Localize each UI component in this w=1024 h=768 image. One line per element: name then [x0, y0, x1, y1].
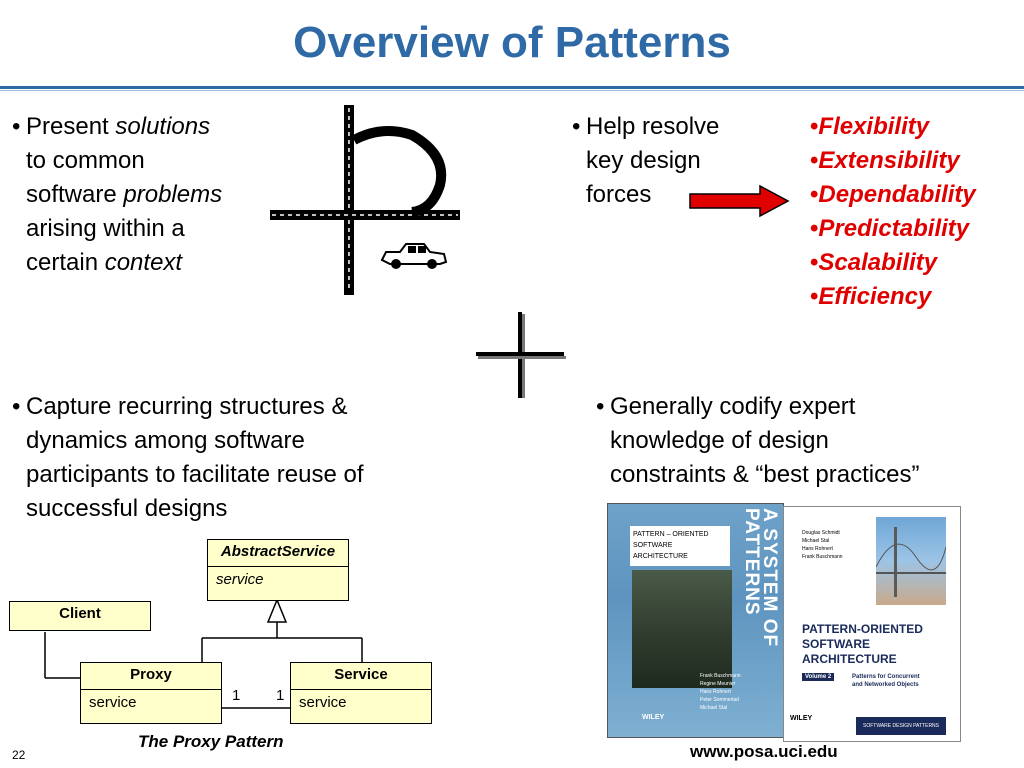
text-line: participants to facilitate reuse of: [26, 461, 364, 488]
multiplicity-right: 1: [276, 687, 285, 704]
book-title: PATTERN-ORIENTED SOFTWARE ARCHITECTURE: [802, 622, 923, 666]
uml-class-op: service: [299, 694, 347, 711]
bullet-text: Generally codify expert knowledge of des…: [610, 390, 1016, 492]
arrow-right-icon: [689, 184, 790, 218]
force-item: •Predictability: [810, 215, 970, 242]
text-solutions: solutions: [115, 113, 211, 140]
proxy-pattern-caption: The Proxy Pattern: [138, 732, 284, 751]
force-item: •Scalability: [810, 249, 938, 276]
book-publisher: WILEY: [642, 714, 665, 721]
uml-class-op: service: [216, 571, 264, 588]
text-certain: certain: [26, 249, 105, 276]
title-divider: [0, 86, 1024, 89]
text-line: knowledge of design: [610, 427, 829, 454]
book-cover-photo: [632, 570, 732, 688]
uml-class-name: Client: [59, 605, 101, 622]
bullet-capture: • Capture recurring structures & dynamic…: [12, 390, 452, 526]
uml-class-op: service: [89, 694, 137, 711]
bridge-icon: [875, 527, 947, 597]
text-present: Present: [26, 113, 116, 140]
bullet-solutions: • Present solutions to common software p…: [12, 110, 272, 280]
force-item: •Flexibility: [810, 113, 930, 140]
text-line: Capture recurring structures &: [26, 393, 348, 420]
uml-class-abstractservice: AbstractService service: [207, 539, 349, 601]
multiplicity-left: 1: [232, 687, 241, 704]
book-authors: Frank Buschmann Regine Meunier Hans Rohn…: [700, 673, 741, 711]
text-problems: problems: [123, 181, 223, 208]
text-line: Help resolve: [586, 113, 720, 140]
book-publisher: WILEY: [790, 715, 813, 722]
car-icon: [380, 243, 448, 269]
slide-number: 22: [12, 748, 26, 762]
text-line: constraints & “best practices”: [610, 461, 920, 488]
uml-class-name: Proxy: [81, 663, 221, 690]
uml-class-proxy: Proxy service: [80, 662, 222, 724]
book-cover-posa2: Douglas Schmidt Michael Stal Hans Rohner…: [783, 506, 961, 742]
forces-list: •Flexibility •Extensibility •Dependabili…: [810, 110, 976, 314]
force-item: •Efficiency: [810, 283, 932, 310]
text-line: forces: [586, 181, 652, 208]
force-item: •Extensibility: [810, 147, 960, 174]
text-line: Generally codify expert: [610, 393, 856, 420]
text-context: context: [104, 249, 183, 276]
uml-class-service: Service service: [290, 662, 432, 724]
book-authors: Douglas Schmidt Michael Stal Hans Rohner…: [802, 530, 843, 560]
uml-class-client: Client: [9, 601, 151, 631]
book-series-label: PATTERN – ORIENTED SOFTWARE ARCHITECTURE: [630, 526, 730, 566]
bullet-dot: •: [12, 113, 21, 140]
uml-class-name: AbstractService: [208, 540, 348, 567]
force-item: •Dependability: [810, 181, 976, 208]
book-series-label: SOFTWARE DESIGN PATTERNS: [856, 717, 946, 735]
bullet-codify: • Generally codify expert knowledge of d…: [596, 390, 1016, 492]
text-to-common: to common: [26, 147, 145, 174]
text-line: key design: [586, 147, 701, 174]
book-subtitle: Patterns for Concurrent and Networked Ob…: [852, 674, 920, 688]
slide-title: Overview of Patterns: [293, 18, 731, 67]
bullet-dot: •: [12, 393, 21, 420]
book-volume: Volume 2: [802, 673, 835, 681]
uml-connectors: [44, 598, 363, 709]
book-cover-posa1: PATTERN – ORIENTED SOFTWARE ARCHITECTURE…: [607, 503, 784, 738]
text-line: dynamics among software: [26, 427, 305, 454]
bullet-forces: • Help resolve key design forces: [572, 110, 772, 212]
uml-class-name: Service: [291, 663, 431, 690]
bullet-dot: •: [572, 113, 581, 140]
text-arising: arising within a: [26, 215, 185, 242]
title-divider-light: [0, 90, 1024, 91]
book-spine-title: A SYSTEM OF PATTERNS: [741, 508, 780, 648]
text-line: successful designs: [26, 495, 228, 522]
text-software: software: [26, 181, 124, 208]
bullet-dot: •: [596, 393, 605, 420]
center-cross-icon: [476, 312, 566, 398]
bullet-text: Capture recurring structures & dynamics …: [26, 390, 452, 526]
website-url: www.posa.uci.edu: [690, 742, 838, 761]
book-cover-photo: [875, 517, 947, 605]
bullet-text: Present solutions to common software pro…: [26, 110, 272, 280]
road-loop-illustration: [270, 105, 460, 295]
bullet-text: Help resolve key design forces: [586, 110, 772, 212]
